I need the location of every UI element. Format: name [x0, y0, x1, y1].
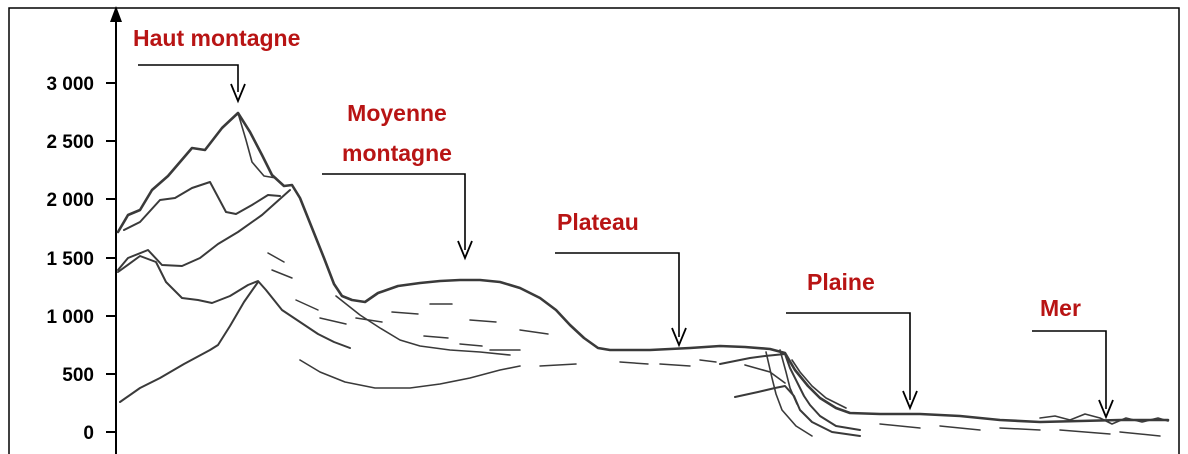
- tick-label-1000: 1 000: [46, 307, 94, 328]
- label-moyenne-line1: Moyenne: [347, 100, 447, 126]
- ridge-line: [124, 182, 280, 230]
- pointer-haute-montagne: [138, 65, 238, 92]
- tick-label-500: 500: [62, 365, 94, 386]
- label-moyenne-line2: montagne: [342, 140, 452, 166]
- escarpment: [792, 360, 846, 408]
- relief-profile: [118, 113, 1168, 422]
- tick-label-3000: 3 000: [46, 74, 94, 95]
- label-haute-montagne: Haut montagne: [133, 25, 300, 51]
- label-mer: Mer: [1040, 295, 1081, 321]
- label-plaine: Plaine: [807, 269, 875, 295]
- ridge-line: [120, 282, 258, 402]
- ridge-line: [336, 296, 510, 355]
- hill-base: [300, 360, 520, 388]
- ridge-line: [118, 256, 350, 348]
- pointer-mer: [1032, 331, 1106, 409]
- tick-label-2500: 2 500: [46, 132, 94, 153]
- tick-label-2000: 2 000: [46, 190, 94, 211]
- y-ticks: [106, 83, 116, 432]
- pointer-plaine: [786, 313, 910, 400]
- escarpment: [745, 365, 785, 383]
- label-pointers: [138, 65, 1106, 409]
- tick-label-0: 0: [83, 423, 94, 444]
- tick-label-1500: 1 500: [46, 249, 94, 270]
- pointer-arrowheads: [231, 84, 1113, 417]
- hatching: [268, 253, 1160, 436]
- relief-sketch: [118, 113, 1168, 436]
- label-plateau: Plateau: [557, 209, 639, 235]
- pointer-moyenne-montagne: [322, 174, 465, 250]
- pointer-plateau: [555, 253, 679, 337]
